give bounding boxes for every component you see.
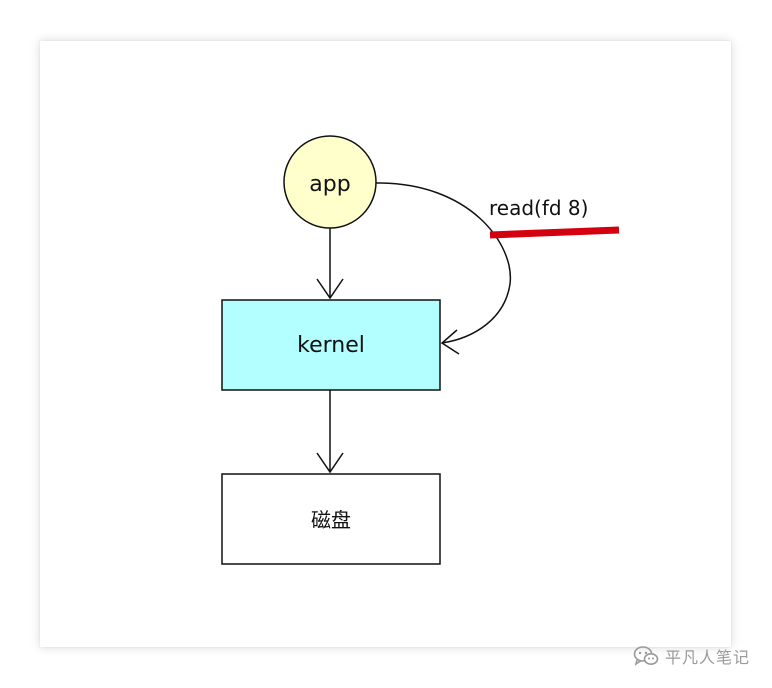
kernel-box [221, 299, 441, 391]
arrowhead-down-icon [316, 452, 344, 474]
node-kernel: kernel [221, 299, 441, 391]
wechat-icon [633, 646, 659, 666]
blocked-marker [489, 226, 620, 239]
edge-read-call: read(fd 8) [375, 182, 620, 355]
node-disk: 磁盘 [221, 473, 441, 565]
curved-edge-line [375, 182, 512, 344]
arrowhead-down-icon [316, 278, 344, 300]
watermark-text: 平凡人笔记 [664, 648, 750, 667]
disk-label: 磁盘 [311, 508, 351, 532]
app-label: app [309, 172, 350, 197]
arrowhead-left-icon [440, 329, 460, 355]
edge-kernel-to-disk [316, 390, 344, 474]
kernel-label: kernel [297, 333, 365, 358]
watermark: 平凡人笔记 [633, 644, 750, 668]
read-call-label: read(fd 8) [489, 196, 588, 220]
node-app: app [283, 135, 377, 229]
disk-box [221, 473, 441, 565]
edge-app-to-kernel [316, 228, 344, 300]
